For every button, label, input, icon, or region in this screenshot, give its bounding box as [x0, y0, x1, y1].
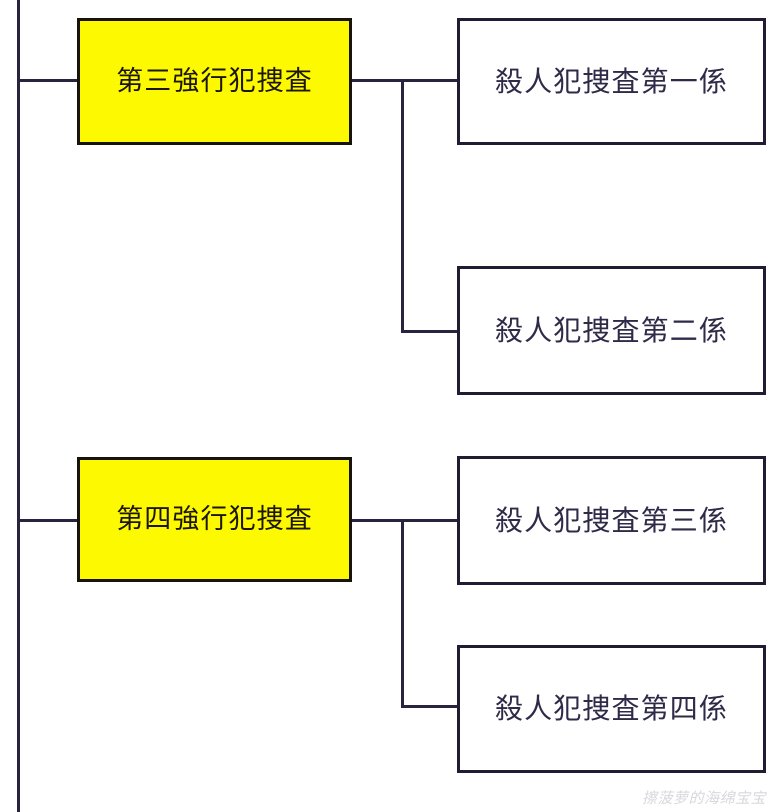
node-unit-3[interactable]: 第三強行犯捜査	[77, 18, 352, 145]
node-unit-4[interactable]: 第四強行犯捜査	[77, 457, 352, 582]
unit-3-stem-line	[350, 79, 404, 82]
node-section-2[interactable]: 殺人犯捜査第二係	[457, 266, 766, 395]
node-section-1[interactable]: 殺人犯捜査第一係	[457, 18, 766, 145]
trunk-to-unit-4-line	[17, 519, 79, 522]
node-section-3-label: 殺人犯捜査第三係	[495, 503, 728, 537]
branch-to-section-2-line	[401, 330, 459, 333]
node-section-2-label: 殺人犯捜査第二係	[495, 313, 728, 347]
node-section-4[interactable]: 殺人犯捜査第四係	[457, 645, 766, 773]
node-section-4-label: 殺人犯捜査第四係	[495, 692, 728, 725]
node-section-1-label: 殺人犯捜査第一係	[495, 64, 728, 98]
trunk-line-vertical	[17, 0, 20, 812]
branch-to-section-1-line	[401, 79, 459, 82]
branch-to-section-3-line	[401, 519, 459, 522]
unit-4-branch-spine	[401, 519, 404, 708]
unit-4-stem-line	[350, 519, 404, 522]
branch-to-section-4-line	[401, 705, 459, 708]
node-unit-3-label: 第三強行犯捜査	[116, 66, 313, 97]
unit-3-branch-spine	[401, 79, 404, 333]
node-section-3[interactable]: 殺人犯捜査第三係	[457, 456, 766, 585]
node-unit-4-label: 第四強行犯捜査	[116, 504, 313, 535]
watermark-text: 擦菠萝的海绵宝宝	[641, 789, 766, 807]
trunk-to-unit-3-line	[17, 79, 79, 82]
